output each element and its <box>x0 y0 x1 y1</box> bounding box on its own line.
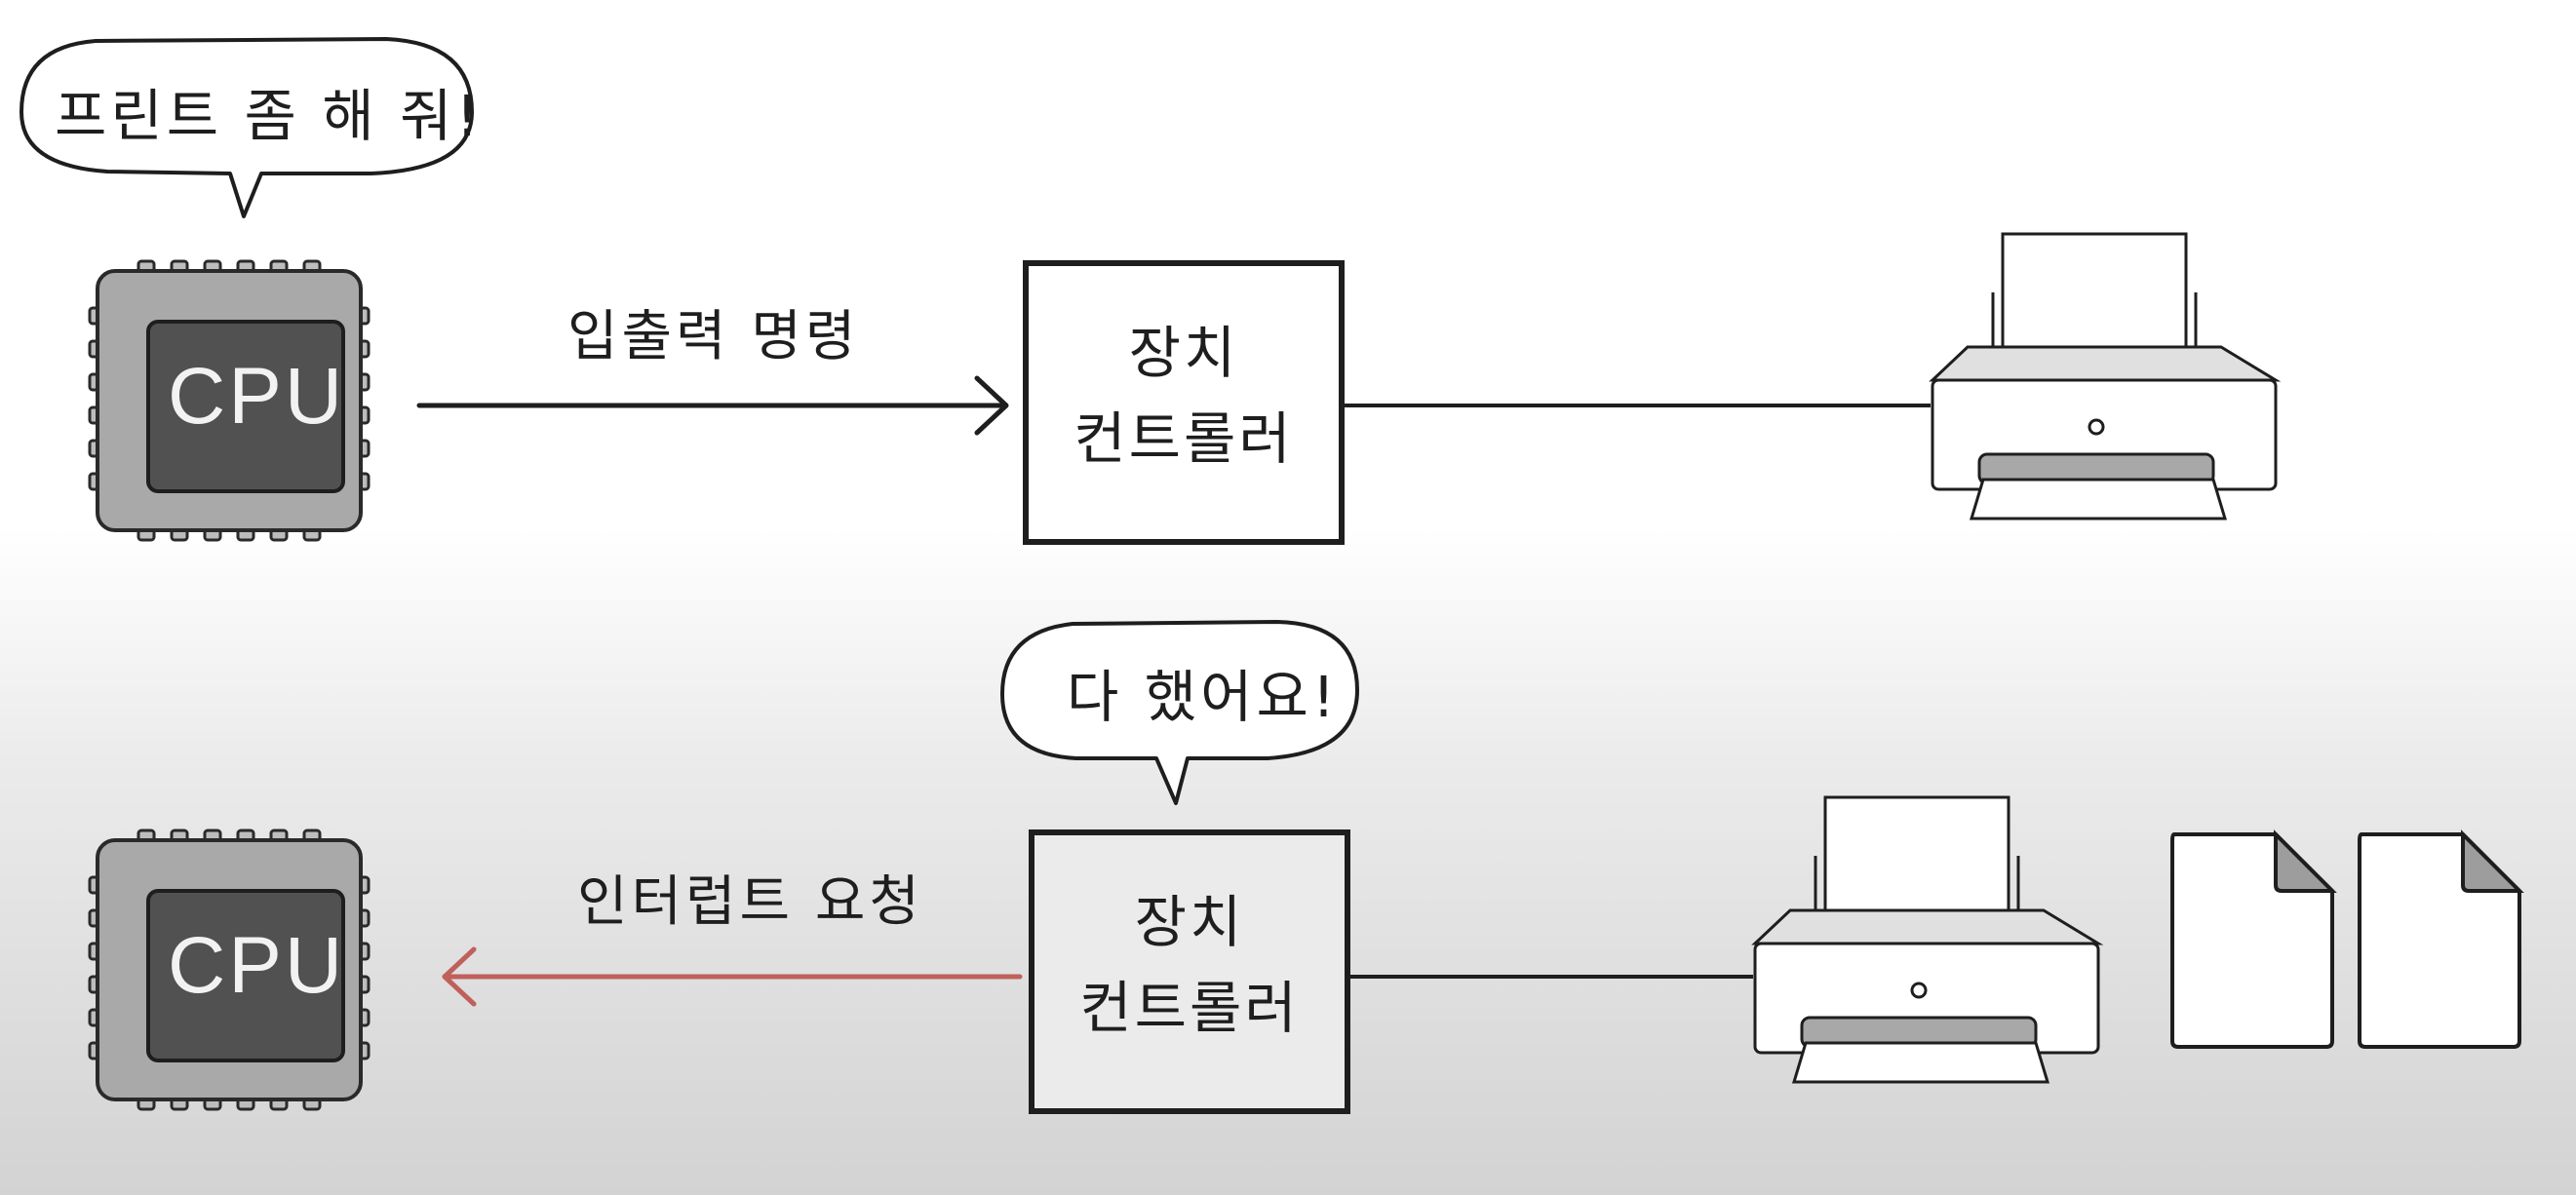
document-icon <box>2358 832 2521 1049</box>
print-request-bubble-text: 프린트 좀 해 줘! <box>55 83 483 149</box>
interrupt-request-arrow <box>442 946 1023 1007</box>
speech-bubble-icon <box>20 37 474 218</box>
cpu-label: CPU <box>168 921 346 1010</box>
device-controller-box <box>1029 829 1350 1114</box>
controller-line-2: 컨트롤러 <box>1073 405 1294 472</box>
io-command-arrow <box>416 375 1009 436</box>
controller-line-1: 장치 <box>1134 889 1245 955</box>
io-command-label: 입출력 명령 <box>567 305 860 368</box>
interrupt-request-label: 인터럽트 요청 <box>577 870 923 934</box>
controller-line-2: 컨트롤러 <box>1079 975 1300 1041</box>
printer-icon <box>1753 795 2100 1084</box>
printer-icon <box>1931 232 2278 520</box>
device-controller-label: 장치 컨트롤러 <box>1032 879 1347 1051</box>
cpu-label: CPU <box>168 352 346 441</box>
device-controller-label: 장치 컨트롤러 <box>1026 310 1342 482</box>
device-controller-box <box>1023 260 1345 545</box>
document-icon <box>2170 832 2334 1049</box>
controller-line-1: 장치 <box>1128 320 1239 386</box>
done-bubble-text: 다 했어요! <box>1067 664 1340 730</box>
speech-bubble-icon <box>1000 620 1359 805</box>
